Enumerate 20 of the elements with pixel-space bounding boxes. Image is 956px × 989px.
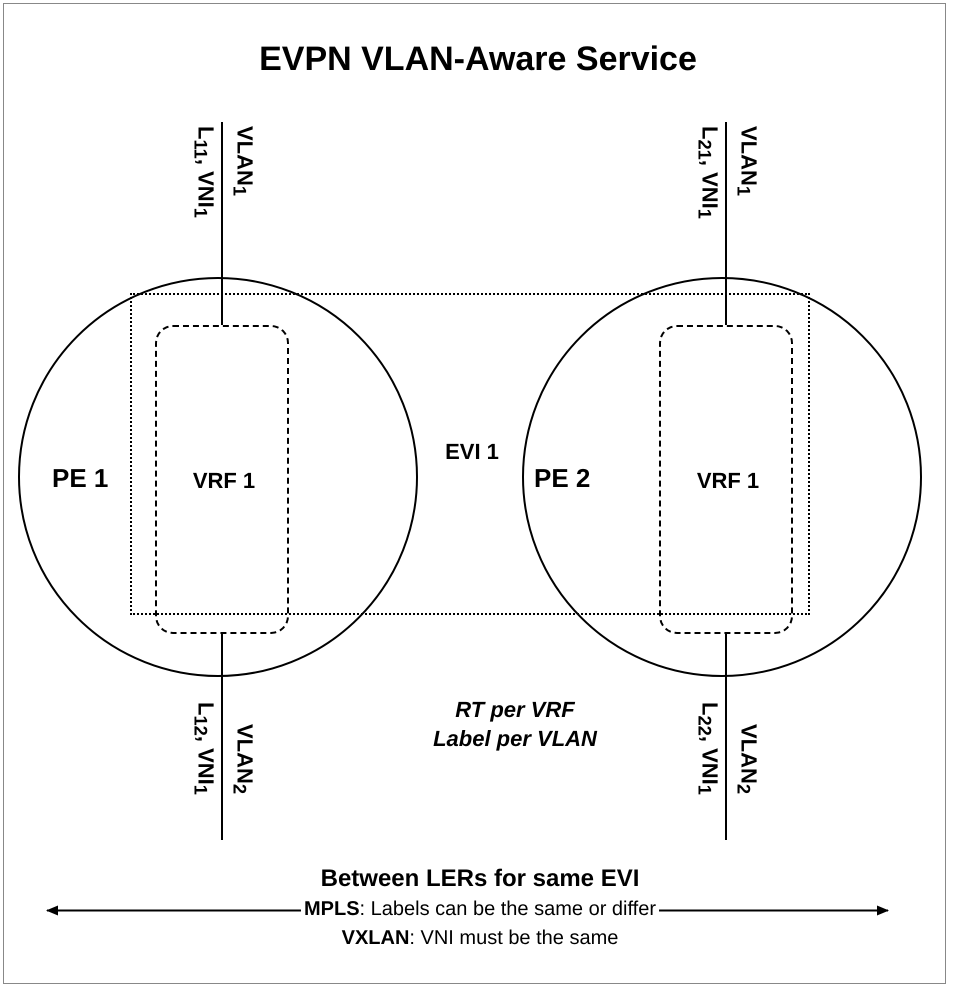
note-text: VXLAN: VNI must be the same	[342, 927, 618, 950]
connector-line	[725, 634, 727, 840]
connector-line	[725, 122, 727, 325]
section-heading: Between LERs for same EVI	[320, 865, 640, 893]
vrf-boundary	[155, 325, 289, 634]
pe-circle	[522, 277, 922, 677]
node-label: VRF 1	[696, 468, 760, 494]
node-label: EVI 1	[445, 438, 499, 465]
node-label: VRF 1	[192, 468, 256, 494]
evi-boundary	[130, 293, 810, 615]
diagram-title: EVPN VLAN-Aware Service	[258, 40, 698, 79]
note-text: MPLS: Labels can be the same or differ	[304, 898, 656, 921]
vrf-boundary	[659, 325, 793, 634]
node-label: PE 1	[52, 463, 108, 494]
note-text: RT per VRF	[455, 697, 575, 723]
note-text: Label per VLAN	[433, 726, 597, 752]
connector-line	[221, 122, 223, 325]
node-label: PE 2	[534, 463, 590, 494]
connector-line	[221, 634, 223, 840]
pe-circle	[18, 277, 418, 677]
